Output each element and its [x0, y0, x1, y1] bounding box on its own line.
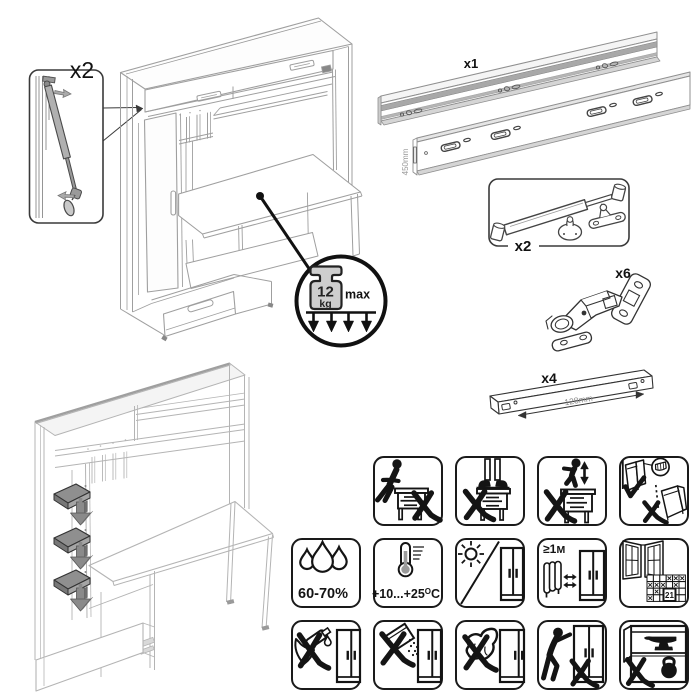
svg-text:12: 12 — [317, 284, 334, 301]
svg-text:128mm: 128mm — [564, 393, 594, 408]
svg-text:max: max — [345, 288, 370, 302]
svg-text:M: M — [557, 544, 566, 556]
svg-text:450mm: 450mm — [401, 148, 410, 175]
svg-text:60-70%: 60-70% — [298, 586, 348, 602]
svg-text:kg: kg — [319, 298, 331, 310]
svg-text:x2: x2 — [515, 238, 532, 255]
svg-text:≥1: ≥1 — [543, 542, 557, 556]
svg-text:x2: x2 — [70, 57, 94, 83]
svg-text:x1: x1 — [464, 56, 478, 71]
svg-text:+10...+25OC: +10...+25OC — [372, 587, 440, 601]
svg-text:x6: x6 — [615, 265, 631, 281]
svg-text:x4: x4 — [541, 370, 557, 386]
svg-text:21: 21 — [665, 591, 674, 600]
